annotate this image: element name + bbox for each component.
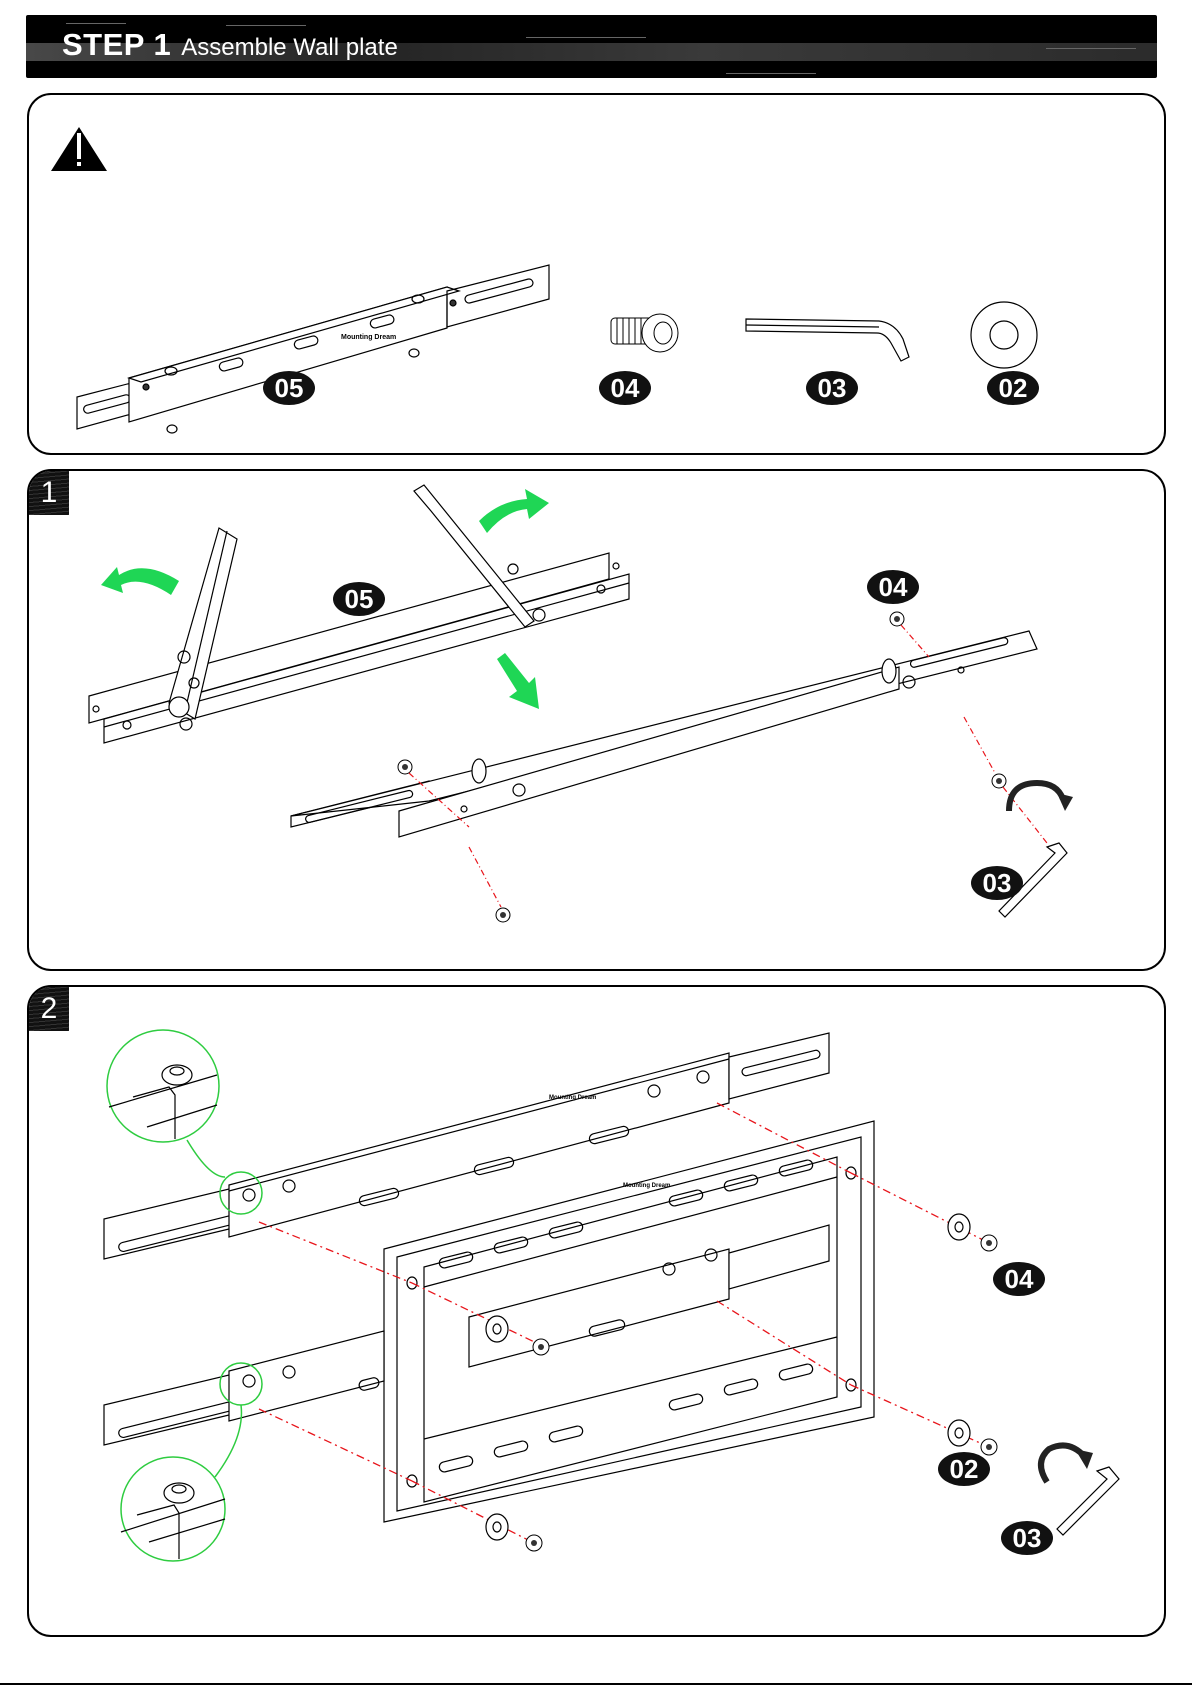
parts-illustration: Mounting Dream 05 04 <box>29 95 1164 453</box>
step-number: STEP 1 <box>62 27 171 63</box>
svg-text:03: 03 <box>1013 1523 1042 1553</box>
parts-panel: Mounting Dream 05 04 <box>27 93 1166 455</box>
svg-text:02: 02 <box>950 1454 979 1484</box>
brand-logo: Mounting Dream <box>341 334 396 341</box>
part-04-bolt-drawing <box>611 314 678 352</box>
step-1-panel: 05 04 03 1 <box>27 469 1166 971</box>
svg-text:04: 04 <box>611 373 640 403</box>
step-title: Assemble Wall plate <box>181 34 398 62</box>
rotate-arrow-left-icon <box>101 567 179 595</box>
svg-text:05: 05 <box>345 584 374 614</box>
step1-label-03: 03 <box>971 866 1023 900</box>
step-header: STEP 1 Assemble Wall plate <box>26 15 1157 78</box>
part-label-05: 05 <box>263 371 315 405</box>
svg-text:03: 03 <box>818 373 847 403</box>
rotate-clockwise-icon <box>1009 783 1073 811</box>
hexkey-03-drawing <box>1057 1467 1119 1535</box>
move-down-arrow-icon <box>497 653 539 709</box>
step1-label-05: 05 <box>333 582 385 616</box>
step-2-illustration: Mounting Dream Mounting Dream <box>29 987 1164 1635</box>
svg-text:04: 04 <box>879 572 908 602</box>
step-2-panel: Mounting Dream Mounting Dream <box>27 985 1166 1637</box>
rotate-arrow-right-icon <box>479 489 549 533</box>
step-number-badge: 2 <box>29 987 69 1031</box>
part-02-washer-drawing <box>971 302 1037 368</box>
svg-text:03: 03 <box>983 868 1012 898</box>
part-03-hexkey-drawing <box>746 319 909 361</box>
detail-callouts <box>107 1030 262 1561</box>
rotate-clockwise-icon <box>1041 1445 1093 1482</box>
step2-label-04: 04 <box>993 1262 1045 1296</box>
step2-label-03: 03 <box>1001 1521 1053 1555</box>
svg-text:04: 04 <box>1005 1264 1034 1294</box>
brand-logo: Mounting Dream <box>549 1095 596 1101</box>
step2-label-02: 02 <box>938 1452 990 1486</box>
part-label-03: 03 <box>806 371 858 405</box>
warning-triangle-icon <box>51 127 107 171</box>
step1-label-04: 04 <box>867 570 919 604</box>
step-1-illustration: 05 04 03 <box>29 471 1164 969</box>
svg-text:02: 02 <box>999 373 1028 403</box>
step-number-badge: 1 <box>29 471 69 515</box>
part-05-rail-drawing <box>77 265 549 433</box>
svg-text:05: 05 <box>275 373 304 403</box>
part-label-04: 04 <box>599 371 651 405</box>
lower-rail-drawing <box>291 631 1037 837</box>
brand-logo-plate: Mounting Dream <box>623 1183 670 1189</box>
part-label-02: 02 <box>987 371 1039 405</box>
